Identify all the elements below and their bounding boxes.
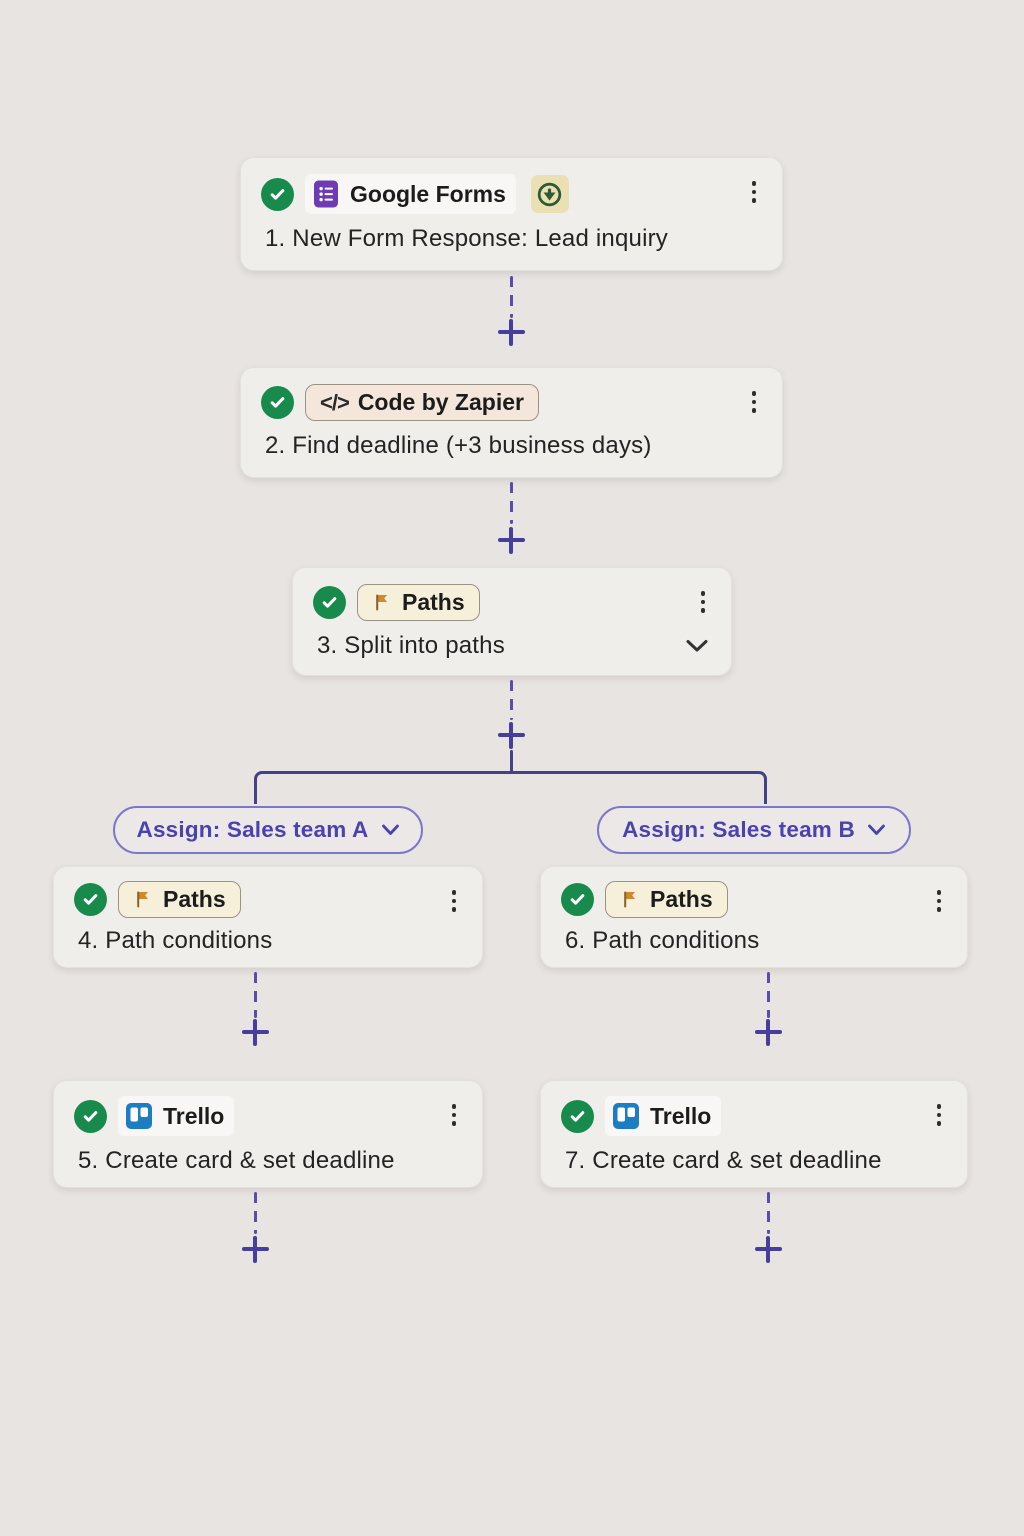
step-menu-button[interactable] — [748, 177, 761, 207]
step-menu-button[interactable] — [448, 1100, 461, 1130]
step-6-header: Paths — [561, 881, 947, 918]
branch-label-text: Assign: Sales team A — [136, 817, 369, 842]
branch-label-text: Assign: Sales team B — [622, 817, 855, 842]
app-badge-paths: Paths — [118, 881, 241, 918]
branch-label-sales-team-a[interactable]: Assign: Sales team A — [113, 806, 423, 854]
step-1-header: Google Forms — [261, 174, 762, 214]
flag-icon — [133, 889, 154, 910]
step-card-5-trello[interactable]: Trello 5. Create card & set deadline — [53, 1080, 483, 1188]
step-title: 3. Split into paths — [317, 632, 505, 659]
step-title: 1. New Form Response: Lead inquiry — [265, 225, 668, 252]
step-2-header: </> Code by Zapier — [261, 384, 762, 421]
success-check-icon — [313, 586, 346, 619]
success-check-icon — [261, 177, 294, 211]
connector-line — [766, 1192, 770, 1234]
app-badge-google-forms: Google Forms — [305, 174, 516, 214]
add-step-button[interactable] — [497, 526, 525, 554]
chevron-down-icon — [868, 824, 885, 835]
app-badge-label: Paths — [650, 886, 713, 912]
step-3-header: Paths — [313, 584, 711, 621]
add-step-button[interactable] — [497, 721, 525, 749]
connector-line — [509, 750, 513, 773]
chevron-down-icon[interactable] — [685, 632, 709, 660]
app-badge-label: Trello — [163, 1102, 225, 1129]
success-check-icon — [74, 1099, 107, 1133]
step-card-4-paths[interactable]: Paths 4. Path conditions — [53, 866, 483, 968]
connector-line — [253, 972, 257, 1018]
step-menu-button[interactable] — [933, 886, 946, 916]
step-title: 7. Create card & set deadline — [565, 1147, 882, 1174]
add-step-button[interactable] — [754, 1018, 782, 1046]
step-card-7-trello[interactable]: Trello 7. Create card & set deadline — [540, 1080, 968, 1188]
app-badge-label: Code by Zapier — [357, 389, 524, 415]
step-menu-button[interactable] — [748, 387, 761, 417]
chevron-down-icon — [381, 824, 399, 835]
connector-line — [509, 482, 513, 524]
flag-icon — [620, 889, 641, 910]
step-7-header: Trello — [561, 1096, 947, 1136]
connector-line — [253, 1192, 257, 1234]
step-4-header: Paths — [74, 881, 462, 918]
success-check-icon — [74, 883, 107, 916]
success-check-icon — [561, 883, 594, 916]
step-menu-button[interactable] — [933, 1100, 946, 1130]
flag-icon — [372, 592, 393, 613]
step-card-3-paths[interactable]: Paths 3. Split into paths — [292, 567, 732, 676]
step-5-header: Trello — [74, 1096, 462, 1136]
step-card-2-code-by-zapier[interactable]: </> Code by Zapier 2. Find deadline (+3 … — [240, 367, 783, 478]
success-check-icon — [561, 1099, 594, 1133]
instant-trigger-icon — [530, 175, 569, 213]
add-step-button[interactable] — [497, 318, 525, 346]
app-badge-label: Google Forms — [350, 180, 506, 207]
app-badge-paths: Paths — [605, 881, 728, 918]
add-step-button[interactable] — [754, 1235, 782, 1263]
code-icon: </> — [320, 389, 350, 415]
trello-icon — [611, 1101, 641, 1131]
step-card-6-paths[interactable]: Paths 6. Path conditions — [540, 866, 968, 968]
app-badge-label: Paths — [163, 886, 226, 912]
trello-icon — [124, 1101, 154, 1131]
step-title: 2. Find deadline (+3 business days) — [265, 432, 652, 459]
connector-line — [509, 680, 513, 720]
add-step-button[interactable] — [241, 1018, 269, 1046]
connector-line — [766, 972, 770, 1018]
step-card-1-google-forms[interactable]: Google Forms 1. New Form Response: Lead … — [240, 157, 783, 271]
step-title: 4. Path conditions — [78, 927, 273, 954]
app-badge-code-by-zapier: </> Code by Zapier — [305, 384, 539, 421]
step-title: 6. Path conditions — [565, 927, 760, 954]
step-menu-button[interactable] — [448, 886, 461, 916]
branch-split-connector — [254, 771, 767, 804]
success-check-icon — [261, 386, 294, 419]
app-badge-trello: Trello — [605, 1096, 722, 1136]
app-badge-label: Trello — [650, 1102, 712, 1129]
app-badge-trello: Trello — [118, 1096, 235, 1136]
connector-line — [509, 276, 513, 318]
app-badge-label: Paths — [402, 589, 465, 615]
step-menu-button[interactable] — [697, 587, 710, 617]
step-title: 5. Create card & set deadline — [78, 1147, 395, 1174]
app-badge-paths: Paths — [357, 584, 480, 621]
google-forms-icon — [311, 179, 341, 209]
branch-label-sales-team-b[interactable]: Assign: Sales team B — [597, 806, 911, 854]
add-step-button[interactable] — [241, 1235, 269, 1263]
